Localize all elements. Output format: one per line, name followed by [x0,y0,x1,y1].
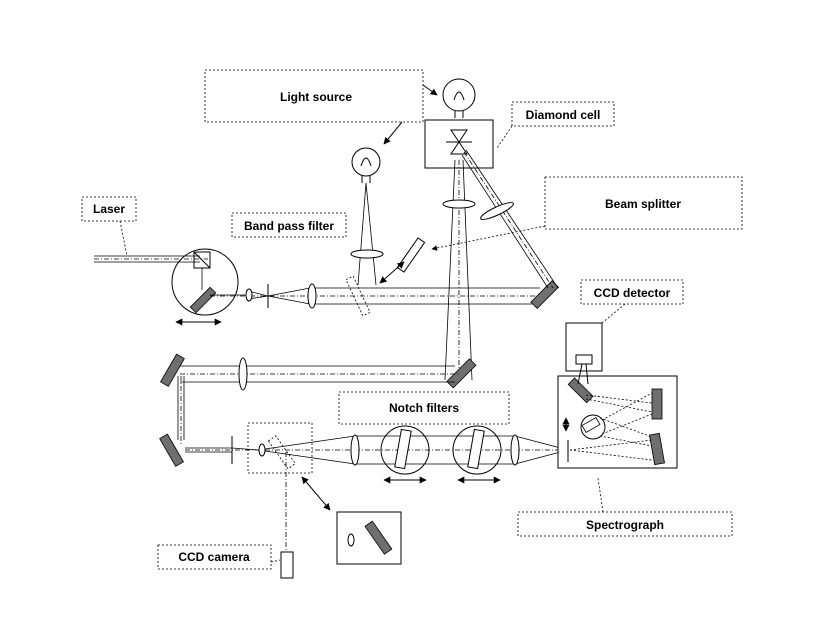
flip-mirror [267,435,296,470]
lens-icon [245,288,253,302]
beam-splitter-element [345,275,371,317]
notch-filter-element [467,428,485,470]
label-diamond-cell: Diamond cell [496,101,615,149]
mirror-icon [446,358,477,389]
lens-icon [510,434,520,466]
light-bulb-icon [442,78,476,112]
label-ccd-camera: CCD camera [157,544,281,570]
lens-icon [350,249,384,259]
laser-beam [94,255,208,263]
band-pass-filter-element [396,237,426,273]
light-source-label: Light source [280,90,352,104]
mirror-icon [189,286,217,314]
notch-filters-label: Notch filters [389,401,459,415]
grating-icon [581,416,601,434]
diamond-anvil-bottom [450,141,468,155]
ccd-detector-label: CCD detector [594,286,671,300]
mirror-icon [159,353,185,387]
grating-mount [580,414,606,440]
lens-icon [307,283,317,309]
camera-mirror-inset [336,511,402,565]
lower-beam [185,434,569,466]
ccd-camera-icon [280,551,294,579]
lens-icon [350,434,360,466]
upper-beam [210,275,560,317]
double-arrow-icon [379,261,405,284]
lens-icon [347,533,355,547]
label-light-source: Light source [204,69,438,145]
diamond-cell-assembly [424,78,494,169]
spectrograph [557,375,678,469]
beam-splitter-label: Beam splitter [605,197,681,211]
camera-mirror-module [247,422,402,579]
lens-icon [480,202,514,220]
mirror-icon [159,433,185,467]
double-arrow-icon [301,476,331,511]
lens-icon [238,357,248,391]
spectrograph-label: Spectrograph [586,518,664,532]
band-pass-filter-label: Band pass filter [244,219,334,233]
lens-icon [258,443,266,457]
light-bulb-icon [351,147,381,177]
mirror-icon [530,280,560,310]
label-spectrograph: Spectrograph [517,477,733,537]
diamond-cell-label: Diamond cell [526,108,601,122]
laser-label: Laser [93,202,125,216]
mirror-icon [567,377,594,404]
label-beam-splitter: Beam splitter [431,176,743,251]
notch-filter-2 [452,425,502,484]
diamond-anvil-top [450,129,468,143]
ccd-detector [565,322,603,385]
label-band-pass-filter: Band pass filter [231,212,347,238]
diamond-cell-beams [442,149,559,389]
mirror-icon [651,388,663,420]
ccd-chip-icon [575,354,593,365]
notch-filter-element [394,428,412,470]
mirror-icon [649,432,665,466]
label-ccd-detector: CCD detector [580,279,684,324]
return-beam [159,353,458,467]
label-notch-filters: Notch filters [338,391,510,425]
lower-light-source [350,147,426,286]
mirror-icon [364,520,393,555]
notch-filter-1 [380,425,430,484]
ccd-camera-label: CCD camera [178,550,250,564]
lens-icon [442,199,476,209]
label-laser: Laser [81,196,137,257]
laser-coupling-module [171,248,239,326]
